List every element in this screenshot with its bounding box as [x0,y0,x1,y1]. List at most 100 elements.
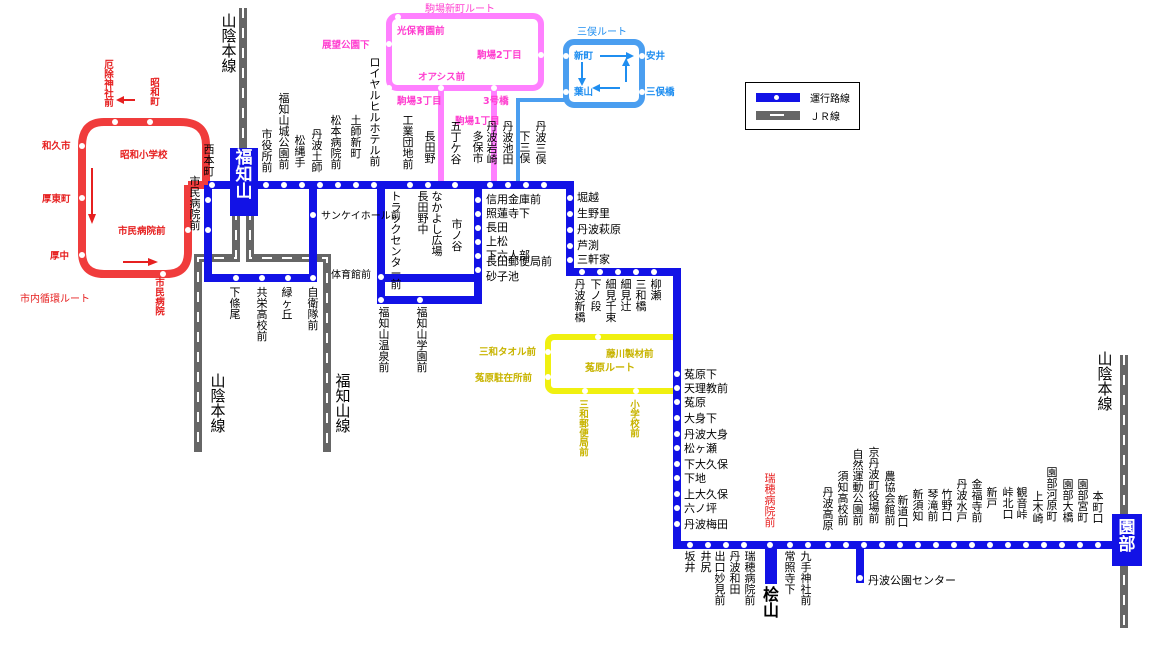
stop-kamikizaki: 上木崎 [1033,490,1044,525]
stop-goteya: 五丁ケ谷 [451,120,462,166]
stop-shimo-okubo: 下大久保 [684,457,728,471]
stop-tanba-iwasaki: 丹波岩崎 [487,120,498,166]
stop-hosomi-chito: 細見千束 [606,278,617,324]
stop-shimoji: 下地 [684,472,706,485]
stop-shinyo: 信用金庫前 [486,192,541,206]
stop-tanba-hagi: 丹波萩原 [577,223,621,236]
stop-gakuen: 福知山学園前 [417,305,428,374]
jr-lines [194,8,1128,628]
stop-fujikawa: 藤川製材前 [606,348,654,360]
jr-label-sanin-left: 山陰本線 [221,12,236,75]
stop-kotodaki: 琴滝前 [928,488,939,523]
stop-ashibuchi: 芦渕 [577,238,599,252]
stop-tanba-mitsumata: 丹波三俣 [536,120,547,166]
stop-osadano: 長田野 [425,130,436,165]
stop-ijiri: 井尻 [701,549,712,574]
stop-royal: ロイヤルヒルホテル前 [370,56,381,168]
stop-tanba-doshi: 丹波土師 [312,128,323,174]
stop-kunohara-chuzai: 菟原駐在所前 [474,372,533,384]
stop-tanba-ikeda: 丹波池田 [503,120,514,166]
stop-shimoroku: 下六人部 [486,248,530,262]
stop-yasui: 安井 [646,50,666,62]
stop-ichinotani: 市ノ谷 [452,217,463,253]
stop-takeno: 竹野口 [942,487,953,523]
stop-kannonji: 観音峠 [1017,485,1028,521]
stop-kami-okubo: 上大久保 [684,487,728,501]
stop-tanba-wada: 丹波和田 [730,550,741,596]
fukuchiyama-terminal [230,148,258,216]
stop-shinmachi: 新町 [574,50,594,62]
circular-route [78,96,210,278]
stop-sangenya: 三軒家 [577,252,610,266]
stop-shimin-byoin-mae: 市民病院前 [118,225,166,237]
stop-shindo: 新道口 [898,493,909,529]
stop-tsuneteru: 常照寺下 [785,550,796,596]
stop-shimin-byoin-main: 市民病院前 [190,174,201,232]
stop-mikazuki: 三和橋 [636,278,647,313]
stop-sakai: 坂井 [685,550,696,574]
stop-tanba-takahara: 丹波高原 [823,486,834,532]
jr-label-sanin-bottom: 山陰本線 [210,372,225,435]
legend-bus-route: 運行路線 [756,91,856,105]
terminal-fukuchiyama: 福知山 [235,147,253,202]
stop-zuiho-byoin: 瑞穂病院前 [745,549,756,607]
stop-komaba3: 駒場3丁目 [396,95,442,107]
stop-matsunawate: 松縄手 [295,133,306,169]
stop-showa-school: 昭和小学校 [120,149,168,161]
stop-shizen: 自然運動公園前 [853,448,864,527]
stop-sonobe-kawahara: 園部河原町 [1047,466,1058,523]
stop-tenri: 天理教前 [684,381,728,395]
stop-horikoshi: 堀越 [577,190,599,204]
stop-showacho: 昭和町 [149,78,160,108]
stop-sonobe-miyamachi: 園部宮町 [1078,478,1089,524]
stop-wakuichi: 和久市 [41,140,71,152]
stop-niido: 新戸 [987,485,998,510]
stop-track: トラックセンター前 [391,190,402,291]
stop-shogakko: 小学校前 [629,399,640,440]
stop-saibei: 峠北口 [1003,485,1014,521]
stop-kunohara-main: 菟原 [684,396,706,409]
stop-kyotanba-yakuba: 京丹波町役場前 [869,445,880,525]
stop-tanba-suido: 丹波水戸 [957,478,968,524]
stop-yanagise: 柳瀬 [651,277,662,302]
jr-label-sanin-right: 山陰本線 [1097,350,1112,413]
stop-sankei: サンケイホール前 [321,209,401,222]
stop-kunohara-shita: 菟原下 [684,368,717,381]
map-legend: 運行路線 ＪＲ線 [745,82,860,130]
stop-shimonodan: 下ノ段 [591,278,602,313]
komaba-shinmachi-route [386,13,544,185]
stop-yakujin: 厄除神社前 [103,60,114,109]
stop-osada-yubin: 長田郵便局前 [486,254,552,268]
stop-nokyo: 農協会館前 [885,469,896,527]
stop-hayama: 葉山 [573,86,593,98]
stop-sunagoike: 砂子池 [486,270,519,283]
stop-shimin-byoin: 市民病院 [155,277,165,318]
stop-tanba-niibashi: 丹波新橋 [575,278,586,324]
stop-shimomitsumata: 下三俣 [520,130,531,165]
bus-stop-dots [205,182,1101,581]
stop-atsu-higashi: 厚東町 [42,193,71,205]
stop-midorigaoka: 緑ヶ丘 [282,285,293,321]
stop-rokunotsubo: 六ノ坪 [684,502,717,515]
mitsumata-route [516,39,645,185]
legend-jr-swatch [756,111,800,120]
stop-tanba-koen: 丹波公園センター [868,574,956,587]
stop-shiyakusho: 市役所前 [262,127,273,174]
stop-kogyo: 工業団地前 [403,114,414,171]
stop-kanefuku: 金福寺前 [972,477,983,524]
route-name-kunohara: 菟原ルート [584,361,635,374]
legend-jr-label: ＪＲ線 [810,112,840,123]
stop-tanba-umeda: 丹波梅田 [684,517,728,531]
stop-sango: 3号橋 [483,95,509,107]
stop-komaba1: 駒場1丁目 [454,115,500,127]
stop-matsugase: 松ヶ瀬 [684,441,717,455]
terminal-katsurayama: 桧山 [763,585,779,620]
stop-hikari: 光保育園前 [396,25,445,37]
stop-doshi-shinmachi: 土師新町 [351,114,362,160]
legend-jr-line: ＪＲ線 [756,109,856,123]
stop-shimogio: 下條尾 [230,286,241,321]
stop-osadano-naka: 長田野中 [418,190,429,236]
stop-hosomi-tsuji: 細見辻 [621,278,632,313]
stop-nakayoshi: なかよし広場 [432,190,443,258]
